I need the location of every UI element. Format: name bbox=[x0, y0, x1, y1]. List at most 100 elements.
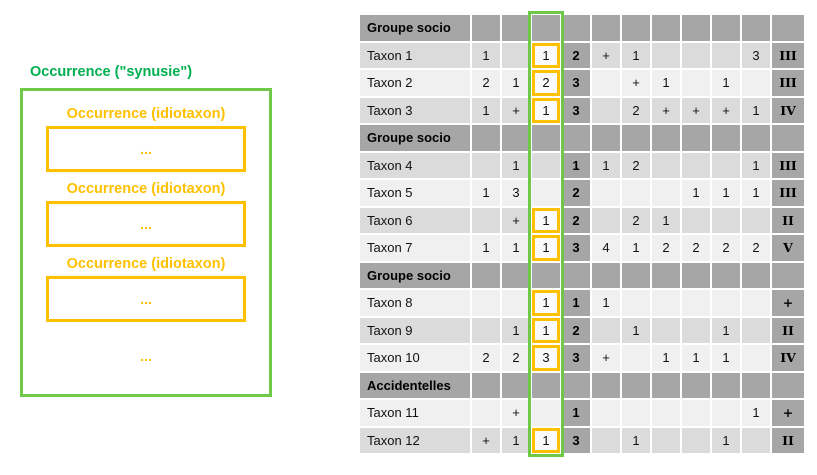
header-cell bbox=[592, 125, 620, 151]
frequency-cell: II bbox=[772, 317, 804, 343]
header-cell bbox=[712, 372, 740, 398]
value-cell: 1 bbox=[472, 42, 500, 68]
highlighted-column-cell: 1 bbox=[532, 97, 560, 123]
frequency-cell: II bbox=[772, 427, 804, 453]
value-cell: 1 bbox=[502, 427, 530, 453]
value-cell bbox=[682, 427, 710, 453]
header-cell bbox=[772, 15, 804, 41]
header-cell bbox=[502, 15, 530, 41]
value-cell bbox=[622, 290, 650, 316]
frequency-cell: III bbox=[772, 70, 804, 96]
value-cell bbox=[472, 152, 500, 178]
value-cell: 1 bbox=[712, 317, 740, 343]
value-cell: 1 bbox=[742, 152, 770, 178]
value-cell: 2 bbox=[682, 235, 710, 261]
value-cell bbox=[652, 400, 680, 426]
synusie-title: Occurrence ("synusie") bbox=[30, 64, 193, 80]
idiotaxon-ellipsis: ... bbox=[140, 141, 152, 157]
header-cell bbox=[652, 262, 680, 288]
value-cell bbox=[592, 400, 620, 426]
value-cell: 2 bbox=[712, 235, 740, 261]
header-cell bbox=[682, 372, 710, 398]
idiotaxon-label: Occurrence (idiotaxon) bbox=[66, 106, 226, 122]
value-cell: 1 bbox=[652, 70, 680, 96]
value-cell bbox=[652, 152, 680, 178]
value-cell: 1 bbox=[502, 152, 530, 178]
header-cell bbox=[742, 15, 770, 41]
highlighted-column-cell: 2 bbox=[532, 70, 560, 96]
header-cell bbox=[712, 15, 740, 41]
value-cell bbox=[742, 70, 770, 96]
synusie-box: Occurrence (idiotaxon) ... Occurrence (i… bbox=[20, 88, 272, 397]
header-cell bbox=[562, 262, 590, 288]
value-cell: 2 bbox=[622, 97, 650, 123]
value-cell bbox=[592, 317, 620, 343]
value-cell: + bbox=[712, 97, 740, 123]
synthesis-cell: 2 bbox=[562, 207, 590, 233]
highlighted-column-cell: 1 bbox=[532, 317, 560, 343]
value-cell: 1 bbox=[712, 345, 740, 371]
header-cell bbox=[562, 372, 590, 398]
group-header-row: Groupe socio bbox=[360, 15, 804, 41]
taxon-name: Taxon 4 bbox=[360, 152, 470, 178]
header-cell bbox=[592, 262, 620, 288]
header-cell bbox=[562, 15, 590, 41]
header-cell bbox=[652, 372, 680, 398]
value-cell: 1 bbox=[682, 180, 710, 206]
value-cell: + bbox=[622, 70, 650, 96]
highlighted-column-cell bbox=[532, 152, 560, 178]
value-cell bbox=[742, 317, 770, 343]
value-cell bbox=[652, 290, 680, 316]
value-cell: 1 bbox=[622, 42, 650, 68]
synthesis-cell: 1 bbox=[562, 290, 590, 316]
taxon-name: Taxon 11 bbox=[360, 400, 470, 426]
taxon-name: Taxon 9 bbox=[360, 317, 470, 343]
header-cell bbox=[712, 262, 740, 288]
group-header-label: Groupe socio bbox=[360, 125, 470, 151]
value-cell: + bbox=[682, 97, 710, 123]
frequency-cell: + bbox=[772, 290, 804, 316]
header-cell bbox=[742, 372, 770, 398]
highlighted-column-cell: 1 bbox=[532, 42, 560, 68]
value-cell bbox=[652, 180, 680, 206]
value-cell: 2 bbox=[622, 152, 650, 178]
idiotaxon-box: ... bbox=[46, 276, 246, 322]
value-cell: 1 bbox=[472, 235, 500, 261]
synthesis-cell: 2 bbox=[562, 317, 590, 343]
frequency-cell: + bbox=[772, 400, 804, 426]
value-cell bbox=[472, 317, 500, 343]
value-cell bbox=[682, 400, 710, 426]
value-cell bbox=[592, 180, 620, 206]
value-cell: 1 bbox=[502, 70, 530, 96]
value-cell: 1 bbox=[502, 235, 530, 261]
group-header-row: Accidentelles bbox=[360, 372, 804, 398]
value-cell: 2 bbox=[652, 235, 680, 261]
value-cell bbox=[652, 317, 680, 343]
value-cell bbox=[682, 152, 710, 178]
value-cell bbox=[682, 290, 710, 316]
synthesis-cell: 2 bbox=[562, 42, 590, 68]
value-cell bbox=[742, 290, 770, 316]
taxon-name: Taxon 1 bbox=[360, 42, 470, 68]
value-cell: 1 bbox=[652, 207, 680, 233]
value-cell bbox=[652, 42, 680, 68]
value-cell bbox=[742, 345, 770, 371]
idiotaxon-box: ... bbox=[46, 126, 246, 172]
value-cell: 1 bbox=[592, 152, 620, 178]
taxon-name: Taxon 6 bbox=[360, 207, 470, 233]
taxon-name: Taxon 8 bbox=[360, 290, 470, 316]
header-cell bbox=[772, 262, 804, 288]
header-cell bbox=[622, 372, 650, 398]
value-cell: 1 bbox=[592, 290, 620, 316]
taxon-name: Taxon 5 bbox=[360, 180, 470, 206]
value-cell: 1 bbox=[682, 345, 710, 371]
header-cell bbox=[622, 15, 650, 41]
highlighted-column-cell bbox=[532, 180, 560, 206]
taxon-name: Taxon 3 bbox=[360, 97, 470, 123]
